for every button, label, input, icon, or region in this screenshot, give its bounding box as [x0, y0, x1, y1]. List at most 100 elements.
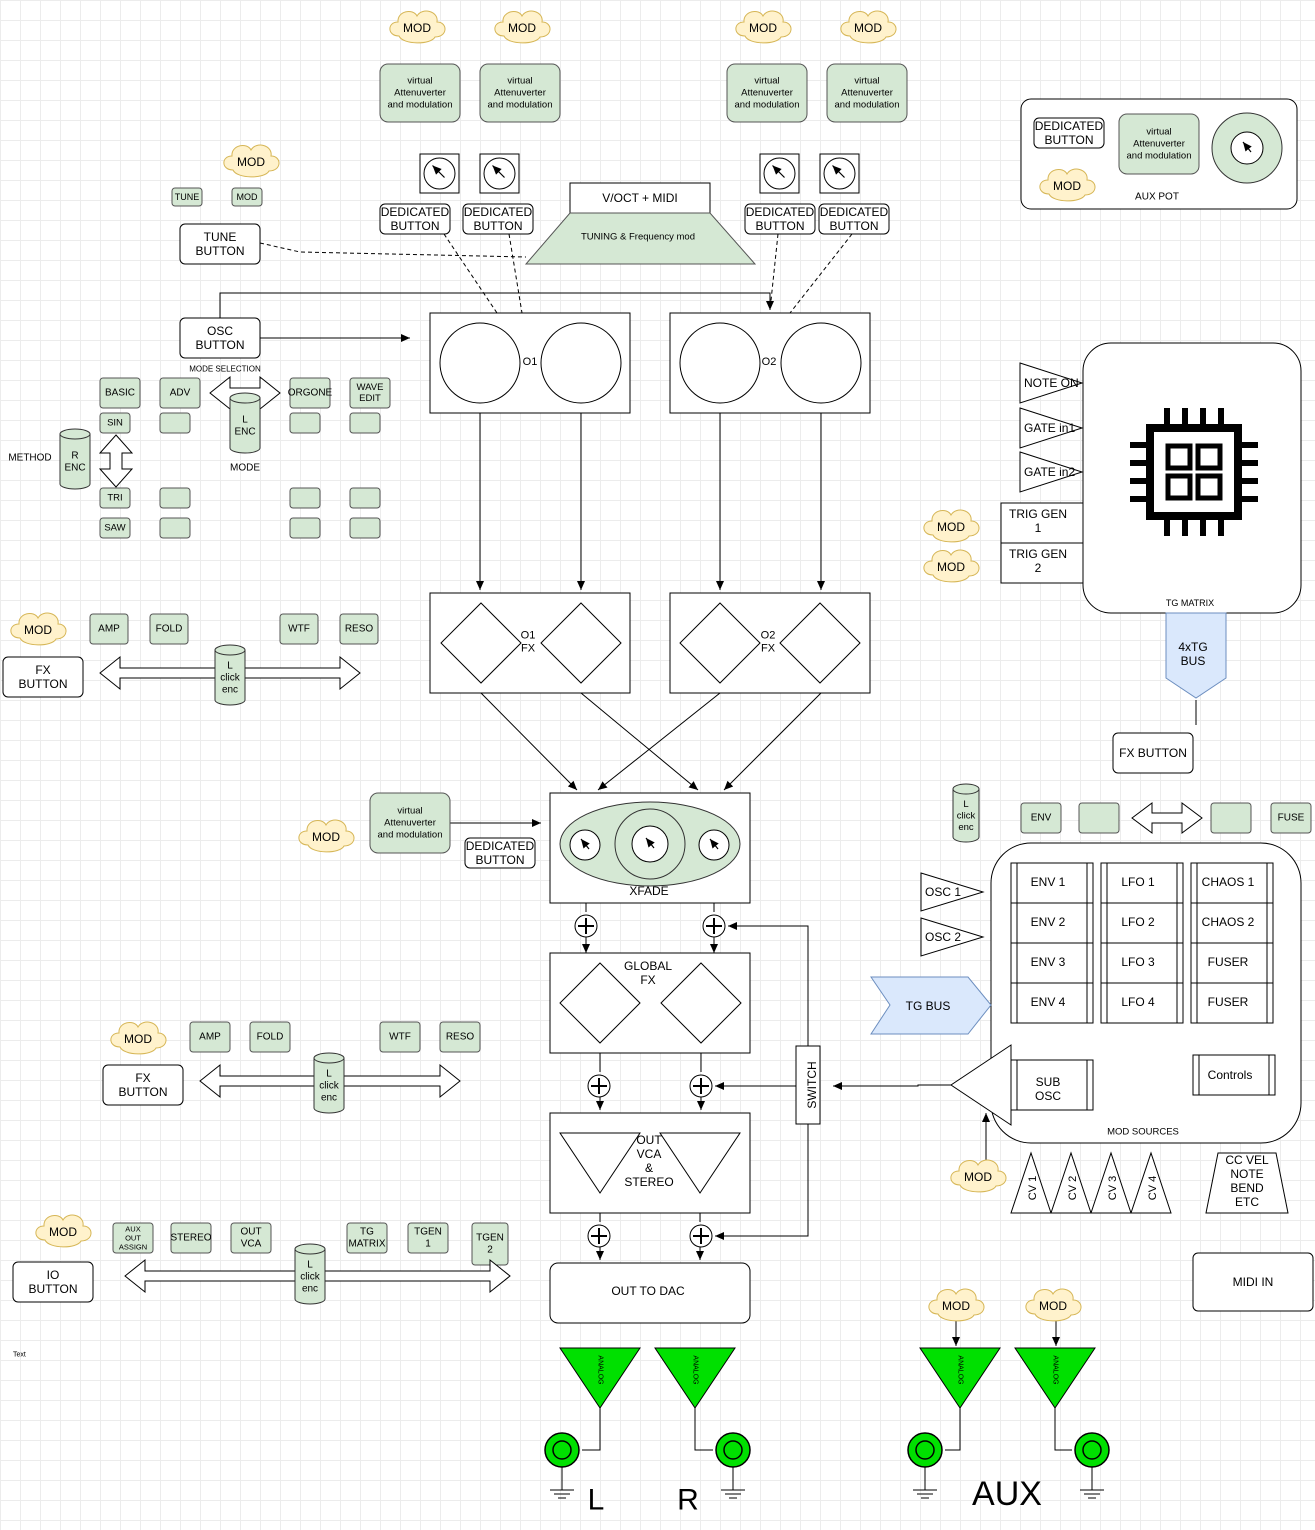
wire — [715, 1124, 809, 1240]
mod-source-chaos-4[interactable] — [1190, 982, 1274, 1024]
fx2-reso-button[interactable] — [439, 1021, 481, 1053]
io-tgen1-button[interactable] — [407, 1222, 449, 1254]
io-button[interactable] — [12, 1261, 94, 1303]
cv-input-2[interactable] — [1050, 1151, 1092, 1214]
fx1-fold-button[interactable] — [149, 613, 189, 645]
fx-button-right[interactable] — [1112, 732, 1194, 774]
mod-label: MOD — [942, 1299, 970, 1313]
l-click-enc-fx2-body — [313, 1058, 345, 1114]
trig-gen-2[interactable] — [1000, 542, 1084, 584]
fx2-wtf-button[interactable] — [379, 1021, 421, 1053]
l-click-enc-mod-body — [952, 789, 980, 843]
wave-slot-2[interactable] — [159, 487, 191, 509]
wave-tri-button[interactable] — [99, 487, 131, 509]
mode-basic-button[interactable] — [99, 377, 141, 409]
wave-slot-6[interactable] — [289, 517, 321, 539]
wave-slot-5[interactable] — [289, 487, 321, 509]
output-label-aux: AUX — [972, 1475, 1042, 1513]
mod-tab-fuse-button[interactable] — [1270, 802, 1312, 834]
mod-tab-slot-2[interactable] — [1210, 802, 1252, 834]
dedicated-button-top-3-label-line-2: BUTTON — [755, 219, 804, 233]
wave-slot-3[interactable] — [159, 517, 191, 539]
mode-adv-button[interactable] — [159, 377, 201, 409]
mod-label: MOD — [1053, 179, 1081, 193]
mod-tab-env-button[interactable] — [1020, 802, 1062, 834]
mode-wave-edit-button[interactable] — [349, 377, 391, 409]
wave-slot-9[interactable] — [349, 517, 381, 539]
osc2-label: O2 — [762, 356, 777, 368]
wave-slot-4[interactable] — [289, 412, 321, 434]
midi-in-box[interactable] — [1192, 1252, 1314, 1312]
cv-input-4[interactable] — [1130, 1151, 1172, 1214]
wave-slot-8[interactable] — [349, 487, 381, 509]
mod-small-button[interactable] — [231, 187, 263, 207]
virtual-attenuverter-top-2[interactable] — [479, 63, 561, 123]
fx-button-1[interactable] — [2, 656, 84, 698]
osc1-circle-a — [439, 322, 521, 404]
voct-midi-label: V/OCT + MIDI — [602, 191, 677, 205]
fx1-reso-button[interactable] — [339, 613, 379, 645]
osc-button[interactable] — [179, 317, 261, 359]
tune-button-label-line-2: BUTTON — [195, 244, 244, 258]
mod-source-lfo-4[interactable] — [1100, 982, 1184, 1024]
virtual-attenuverter-xfade[interactable] — [369, 792, 451, 854]
cv-input-3[interactable] — [1090, 1151, 1132, 1214]
fx1-amp-button[interactable] — [89, 613, 129, 645]
mod-source-controls-label: Controls — [1208, 1068, 1253, 1082]
dedicated-button-xfade[interactable] — [464, 837, 536, 869]
wave-slot-7[interactable] — [349, 412, 381, 434]
mode-orgone-button[interactable] — [289, 377, 331, 409]
wave-sin-button[interactable] — [99, 412, 131, 434]
tune-small-button[interactable] — [171, 187, 203, 207]
dedicated-button-top-1[interactable] — [379, 203, 451, 235]
mod-tab-slot-1[interactable] — [1078, 802, 1120, 834]
io-out-vca-button[interactable] — [230, 1222, 272, 1254]
out-to-dac-label: OUT TO DAC — [611, 1284, 685, 1298]
dedicated-button-top-2[interactable] — [462, 203, 534, 235]
wire — [769, 233, 779, 311]
xfade-knob-1[interactable] — [569, 829, 601, 861]
dedicated-button-top-3[interactable] — [744, 203, 816, 235]
mode-wave-edit-button-label-line-2: EDIT — [359, 393, 381, 404]
mod-cloud-cv: MOD — [950, 1159, 1007, 1193]
cc-vel-input[interactable] — [1205, 1152, 1289, 1214]
virtual-attenuverter-top-1[interactable] — [379, 63, 461, 123]
mod-cloud-shape — [1039, 168, 1096, 202]
io-button-label-line-1: IO — [47, 1268, 60, 1282]
virtual-attenuverter-top-4[interactable] — [826, 63, 908, 123]
dedicated-knob-1-dial — [423, 157, 456, 190]
xfade-knob-3[interactable] — [698, 829, 730, 861]
wave-saw-button[interactable] — [99, 517, 131, 539]
fx1-wtf-button[interactable] — [279, 613, 319, 645]
fx2-amp-button[interactable] — [189, 1021, 231, 1053]
sum-node-4-plus — [693, 1078, 709, 1094]
fx-button-2[interactable] — [102, 1064, 184, 1106]
wire — [219, 292, 774, 318]
mod-source-env-4[interactable] — [1010, 982, 1094, 1024]
io-tg-matrix-button[interactable] — [346, 1222, 388, 1254]
wire — [259, 242, 527, 258]
tune-small-button-label: TUNE — [175, 192, 200, 202]
xfade-knob-2[interactable] — [631, 825, 669, 863]
chip-cell-4 — [1195, 473, 1223, 501]
io-aux-out-assign-button[interactable] — [112, 1222, 154, 1254]
cv-input-1[interactable] — [1010, 1151, 1052, 1214]
aux-pot-knob[interactable] — [1230, 131, 1264, 165]
wave-slot-1[interactable] — [159, 412, 191, 434]
virtual-attenuverter-aux[interactable] — [1118, 113, 1200, 175]
trig-gen-1[interactable] — [1000, 502, 1084, 544]
fx2-fold-button[interactable] — [249, 1021, 291, 1053]
mod-source-controls[interactable] — [1192, 1054, 1276, 1096]
virtual-attenuverter-top-3[interactable] — [726, 63, 808, 123]
tune-button[interactable] — [179, 223, 261, 265]
mod-cloud-shape — [923, 549, 980, 583]
io-stereo-button[interactable] — [170, 1222, 212, 1254]
dedicated-button-aux[interactable] — [1033, 117, 1105, 149]
dedicated-button-top-4[interactable] — [818, 203, 890, 235]
